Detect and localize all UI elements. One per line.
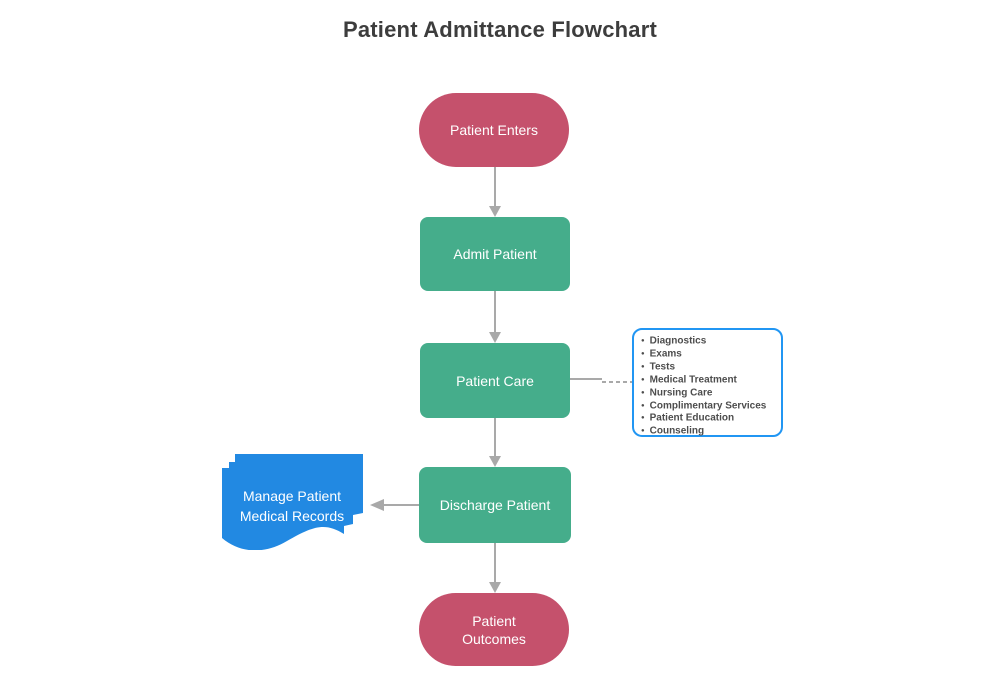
service-item: Nursing Care: [641, 387, 777, 400]
connector-care-callout-solid: [570, 378, 602, 380]
connector-care-discharge: [494, 418, 496, 456]
node-patient-enters: Patient Enters: [419, 93, 569, 167]
arrowhead-down-icon: [489, 206, 501, 217]
arrowhead-down-icon: [489, 582, 501, 593]
connector-care-callout-dashed: [602, 381, 632, 383]
node-manage-records-label: Manage Patient Medical Records: [239, 488, 345, 524]
service-item: Diagnostics: [641, 335, 777, 348]
node-label: Patient Care: [456, 372, 534, 389]
service-item: Medical Treatment: [641, 374, 777, 387]
connector-enters-admit: [494, 167, 496, 206]
node-label: Admit Patient: [453, 246, 537, 262]
document-shape: [222, 454, 363, 550]
node-patient-care: Patient Care: [420, 343, 570, 418]
arrowhead-left-icon: [370, 499, 384, 511]
service-item: Tests: [641, 361, 777, 374]
care-services-list: DiagnosticsExamsTestsMedical TreatmentNu…: [641, 335, 777, 438]
care-services-callout: DiagnosticsExamsTestsMedical TreatmentNu…: [632, 328, 783, 437]
node-label: Discharge Patient: [439, 497, 551, 513]
node-discharge-patient: Discharge Patient: [419, 467, 571, 543]
page-title: Patient Admittance Flowchart: [342, 17, 658, 42]
connector-discharge-outcomes: [494, 543, 496, 582]
connector-discharge-records: [384, 504, 419, 506]
connector-admit-care: [494, 291, 496, 332]
service-item: Patient Education: [641, 412, 777, 425]
node-admit-patient: Admit Patient: [420, 217, 570, 291]
node-label: Patient Outcomes: [462, 612, 526, 647]
service-item: Complimentary Services: [641, 400, 777, 413]
arrowhead-down-icon: [489, 332, 501, 343]
node-patient-outcomes: Patient Outcomes: [419, 593, 569, 666]
service-item: Exams: [641, 348, 777, 361]
arrowhead-down-icon: [489, 456, 501, 467]
node-label: Patient Enters: [450, 122, 538, 138]
service-item: Counseling: [641, 425, 777, 438]
